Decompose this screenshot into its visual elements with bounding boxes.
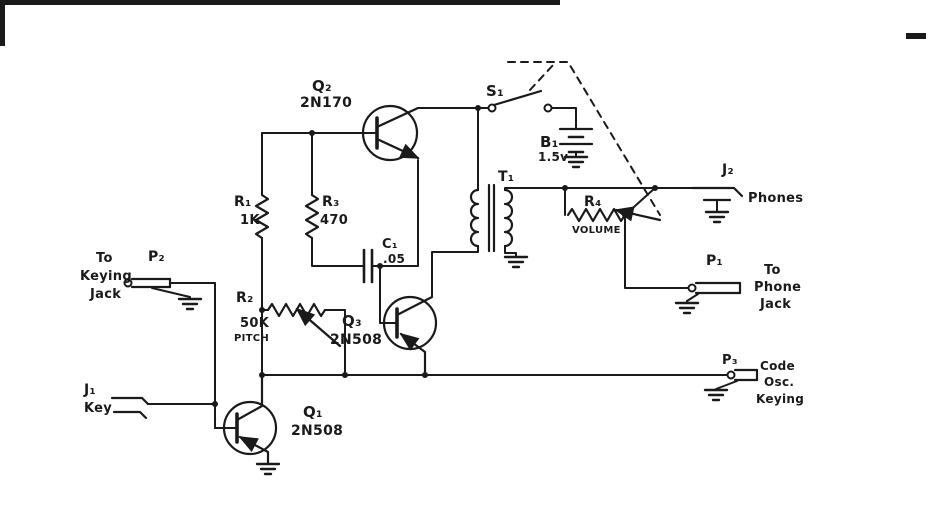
p3-caption-line-2: Osc. xyxy=(764,375,794,389)
q1-part-label: 2N508 xyxy=(291,423,343,439)
p1-caption-line-3: Jack xyxy=(759,297,791,312)
b1-ref-label: B₁ xyxy=(540,133,559,151)
labels: Q₂ 2N170 S₁ B₁ 1.5v T₁ R₄ VOLUME J₂ Phon… xyxy=(80,77,804,439)
p1-caption-line-2: Phone xyxy=(754,280,801,295)
transistor-q3-symbol xyxy=(382,295,438,377)
potentiometer-r4-symbol xyxy=(566,206,662,223)
t1-ref-label: T₁ xyxy=(498,169,514,185)
p3-caption-line-3: Keying xyxy=(756,392,804,406)
j2-name-label: Phones xyxy=(748,191,803,206)
r1-ref-label: R₁ xyxy=(234,194,252,210)
s1-ref-label: S₁ xyxy=(486,82,504,100)
ground-symbol xyxy=(704,210,730,224)
p1-ref-label: P₁ xyxy=(706,253,723,269)
p2-caption-line-3: Jack xyxy=(89,287,121,302)
r3-ref-label: R₃ xyxy=(322,194,340,210)
potentiometer-r2-symbol xyxy=(266,302,342,348)
junction-dots xyxy=(212,105,658,407)
p2-ref-label: P₂ xyxy=(148,249,165,265)
plug-p2-symbol xyxy=(123,277,191,299)
battery-b1-symbol xyxy=(558,127,594,154)
mechanical-link-dashed xyxy=(507,61,661,216)
ground-symbol xyxy=(503,255,529,269)
q2-ref-label: Q₂ xyxy=(312,77,332,95)
ground-symbol xyxy=(255,462,281,476)
transistor-q1-symbol xyxy=(222,373,278,466)
ground-symbol xyxy=(177,297,203,311)
r4-ref-label: R₄ xyxy=(584,194,602,210)
jack-j2-symbol xyxy=(690,186,744,212)
jack-j1-symbol xyxy=(110,396,150,420)
transistor-q2-symbol xyxy=(361,104,420,162)
r2-ref-label: R₂ xyxy=(236,290,254,306)
capacitor-c1-symbol xyxy=(362,248,374,284)
resistor-r3-symbol xyxy=(304,193,320,240)
p2-caption-line-1: To xyxy=(96,251,113,266)
p3-caption-line-1: Code xyxy=(760,359,795,373)
ground-symbol xyxy=(674,301,700,315)
p2-caption-line-2: Keying xyxy=(80,269,132,284)
switch-s1-symbol xyxy=(487,89,553,113)
c1-value-label: .05 xyxy=(383,252,405,266)
b1-value-label: 1.5v xyxy=(538,150,568,164)
r2-function-label: PITCH xyxy=(234,333,269,344)
plug-p3-symbol xyxy=(715,368,759,391)
q3-part-label: 2N508 xyxy=(330,332,382,348)
plug-p1-symbol xyxy=(686,281,742,303)
q2-part-label: 2N170 xyxy=(300,95,352,111)
c1-ref-label: C₁ xyxy=(382,237,398,252)
scan-artifacts xyxy=(0,0,926,46)
ground-symbol xyxy=(563,155,589,169)
ground-symbol xyxy=(703,388,729,402)
wires xyxy=(147,107,728,429)
transformer-t1-symbol xyxy=(469,183,514,253)
j1-name-label: Key xyxy=(84,401,112,416)
r3-value-label: 470 xyxy=(320,213,348,228)
r2-value-label: 50K xyxy=(240,316,270,331)
p3-ref-label: P₃ xyxy=(722,353,738,368)
r4-function-label: VOLUME xyxy=(572,225,621,236)
j1-ref-label: J₁ xyxy=(83,382,96,398)
r1-value-label: 1K xyxy=(240,213,260,228)
p1-caption-line-1: To xyxy=(764,263,781,278)
j2-ref-label: J₂ xyxy=(721,162,734,178)
q1-ref-label: Q₁ xyxy=(303,403,323,421)
resistor-r1-symbol xyxy=(254,193,270,240)
q3-ref-label: Q₃ xyxy=(342,312,362,330)
